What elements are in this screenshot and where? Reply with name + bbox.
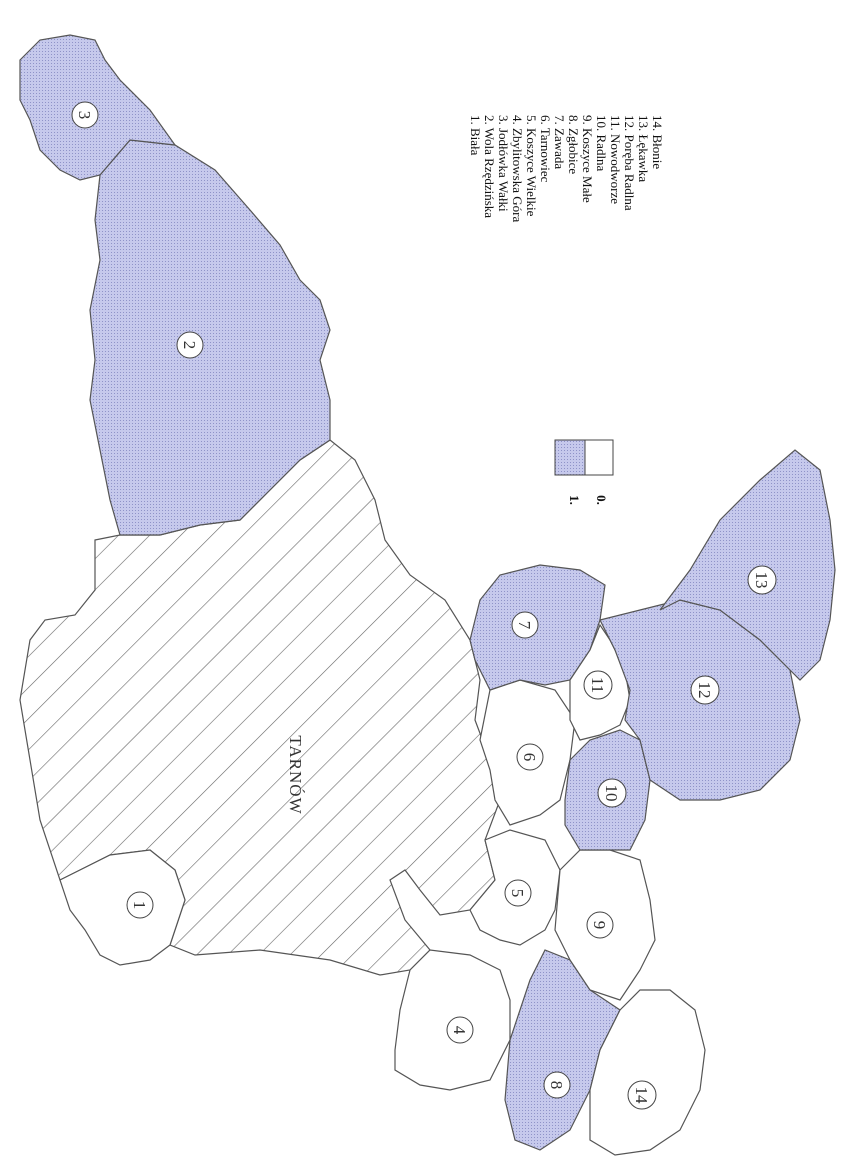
region-label-9: 9 xyxy=(590,921,609,930)
region-label-11: 11 xyxy=(588,677,607,693)
region-2 xyxy=(89,139,331,536)
legend-entry-5: 5. Koszyce Wielkie xyxy=(524,115,539,217)
legend-key-0: 0. xyxy=(594,495,609,505)
region-label-8: 8 xyxy=(547,1081,566,1090)
region-1 xyxy=(59,849,186,966)
legend-entry-1: 1. Biała xyxy=(468,115,483,156)
region-14 xyxy=(589,989,706,1156)
legend-entry-3: 3. Jodłówka Wałki xyxy=(496,115,511,212)
tarnow-area xyxy=(19,439,501,976)
legend-entry-6: 6. Tarnowiec xyxy=(538,115,553,183)
region-label-14: 14 xyxy=(632,1087,651,1105)
legend-swatch-0 xyxy=(584,439,614,476)
region-label-5: 5 xyxy=(508,889,527,898)
region-label-6: 6 xyxy=(520,753,539,762)
legend-entry-2: 2. Wola Rzędzińska xyxy=(482,115,497,218)
region-label-12: 12 xyxy=(695,682,714,699)
region-13 xyxy=(659,449,836,681)
region-label-10: 10 xyxy=(602,785,621,802)
region-label-2: 2 xyxy=(180,341,199,350)
legend-swatch-1 xyxy=(554,439,586,476)
city-label-tarnow: TARNÓW xyxy=(286,735,305,814)
region-3 xyxy=(19,34,177,181)
legend-key-1: 1. xyxy=(567,495,582,505)
region-label-1: 1 xyxy=(130,901,149,910)
legend-entry-13: 13. Łękawka xyxy=(636,115,651,182)
value-legend: 1. 0. xyxy=(554,439,614,505)
legend-entry-4: 4. Zbylitowska Góra xyxy=(510,115,525,222)
region-labels: 1 2 3 4 5 6 7 8 9 10 11 12 13 14 xyxy=(71,101,777,1110)
legend-entry-12: 12. Poręba Radlna xyxy=(622,115,637,211)
region-label-13: 13 xyxy=(752,572,771,589)
legend-entry-9: 9. Koszyce Małe xyxy=(580,115,595,203)
legend-entry-8: 8. Zgłobice xyxy=(566,115,581,174)
legend-entry-14: 14. Błonie xyxy=(650,115,665,169)
legend-entry-11: 11. Nowodworze xyxy=(608,115,623,204)
names-legend: 1. Biała 2. Wola Rzędzińska 3. Jodłówka … xyxy=(468,115,665,222)
legend-entry-10: 10. Radlna xyxy=(594,115,609,172)
region-label-7: 7 xyxy=(515,621,534,630)
region-label-4: 4 xyxy=(450,1026,469,1035)
legend-entry-7: 7. Zawada xyxy=(552,115,567,169)
region-label-3: 3 xyxy=(75,111,94,120)
